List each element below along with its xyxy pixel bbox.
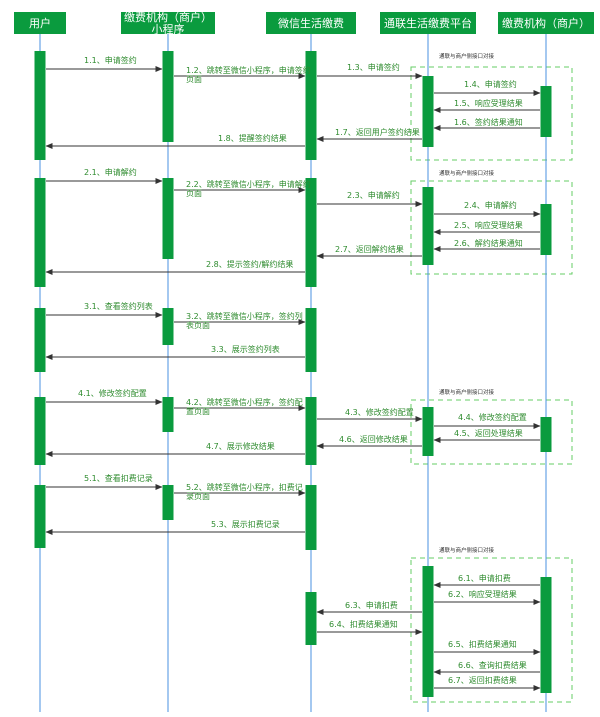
- region-label: 通联与商户侧接口对接: [439, 52, 495, 60]
- activation-bar: [34, 178, 46, 287]
- message-label: 5.2、跳转至微信小程序，扣费记录页面: [186, 482, 303, 501]
- activation-bar: [305, 592, 317, 645]
- activation-bar: [540, 417, 552, 452]
- message-label: 2.3、申请解约: [347, 190, 400, 200]
- participant-header-wechat: [266, 12, 356, 34]
- message-label: 4.4、修改签约配置: [458, 412, 527, 422]
- activation-bar: [422, 407, 434, 456]
- activation-bar: [162, 308, 174, 345]
- participant-name: 微信生活缴费: [278, 16, 344, 30]
- activation-bar: [305, 308, 317, 372]
- message-label: 2.2、跳转至微信小程序，申请解约页面: [186, 179, 311, 198]
- participant-header-merchant_app: [121, 12, 215, 34]
- message-label: 6.3、申请扣费: [345, 600, 398, 610]
- message-label: 6.7、返回扣费结果: [448, 675, 517, 685]
- activation-bar: [305, 51, 317, 160]
- message-label: 1.8、提醒签约结果: [218, 133, 287, 143]
- region-label: 通联与商户侧接口对接: [439, 388, 495, 396]
- participant-name: 缴费机构（商户）: [502, 16, 590, 30]
- participant-header-user: [14, 12, 66, 34]
- activation-bar: [305, 178, 317, 287]
- message-label: 2.8、提示签约/解约结果: [206, 259, 293, 269]
- message-label: 2.4、申请解约: [464, 200, 517, 210]
- message-label: 3.1、查看签约列表: [84, 301, 153, 311]
- message-label: 1.1、申请签约: [84, 55, 137, 65]
- message-label: 1.7、返回用户签约结果: [335, 127, 420, 137]
- participant-name: 用户: [29, 16, 51, 30]
- message-label: 6.5、扣费结果通知: [448, 639, 517, 649]
- participant-name: 缴费机构（商户）小程序: [124, 10, 212, 36]
- interface-region-box: [410, 399, 573, 465]
- activation-bar: [540, 577, 552, 693]
- interface-region-box: [410, 66, 573, 161]
- participant-header-platform: [380, 12, 476, 34]
- activation-bar: [34, 51, 46, 160]
- message-label: 2.7、返回解约结果: [335, 244, 404, 254]
- message-label: 2.1、申请解约: [84, 167, 137, 177]
- activation-bar: [34, 397, 46, 465]
- activation-bar: [34, 308, 46, 372]
- region-label: 通联与商户侧接口对接: [439, 169, 495, 177]
- activation-bar: [540, 204, 552, 255]
- region-label: 通联与商户侧接口对接: [439, 546, 495, 554]
- message-label: 1.6、签约结果通知: [454, 117, 523, 127]
- activation-bar: [162, 178, 174, 259]
- activation-bar: [34, 485, 46, 548]
- message-label: 3.3、展示签约列表: [211, 344, 280, 354]
- interface-region-box: [410, 180, 573, 275]
- message-label: 6.2、响应受理结果: [448, 589, 517, 599]
- message-label: 4.5、返回处理结果: [454, 428, 523, 438]
- activation-bar: [540, 86, 552, 137]
- activation-bar: [305, 485, 317, 550]
- message-label: 4.6、返回修改结果: [339, 434, 408, 444]
- activation-bar: [162, 51, 174, 142]
- activation-bar: [162, 485, 174, 520]
- message-label: 2.5、响应受理结果: [454, 220, 523, 230]
- message-label: 1.3、申请签约: [347, 62, 400, 72]
- activation-bar: [422, 187, 434, 265]
- message-label: 1.5、响应受理结果: [454, 98, 523, 108]
- message-label: 5.3、展示扣费记录: [211, 519, 280, 529]
- message-label: 6.1、申请扣费: [458, 573, 511, 583]
- message-label: 6.6、查询扣费结果: [458, 660, 527, 670]
- participant-name: 通联生活缴费平台: [384, 16, 472, 30]
- activation-bar: [422, 76, 434, 147]
- message-label: 4.7、展示修改结果: [206, 441, 275, 451]
- activation-bar: [162, 397, 174, 432]
- participant-header-merchant: [498, 12, 594, 34]
- activation-bar: [305, 397, 317, 465]
- message-label: 1.2、跳转至微信小程序，申请签约页面: [186, 65, 311, 84]
- message-label: 5.1、查看扣费记录: [84, 473, 153, 483]
- message-label: 1.4、申请签约: [464, 79, 517, 89]
- activation-bar: [422, 566, 434, 697]
- message-label: 4.1、修改签约配置: [78, 388, 147, 398]
- message-label: 4.3、修改签约配置: [345, 407, 414, 417]
- message-label: 2.6、解约结果通知: [454, 238, 523, 248]
- message-label: 6.4、扣费结果通知: [329, 619, 398, 629]
- message-label: 4.2、跳转至微信小程序，签约配置页面: [186, 397, 303, 416]
- message-label: 3.2、跳转至微信小程序，签约列表页面: [186, 311, 303, 330]
